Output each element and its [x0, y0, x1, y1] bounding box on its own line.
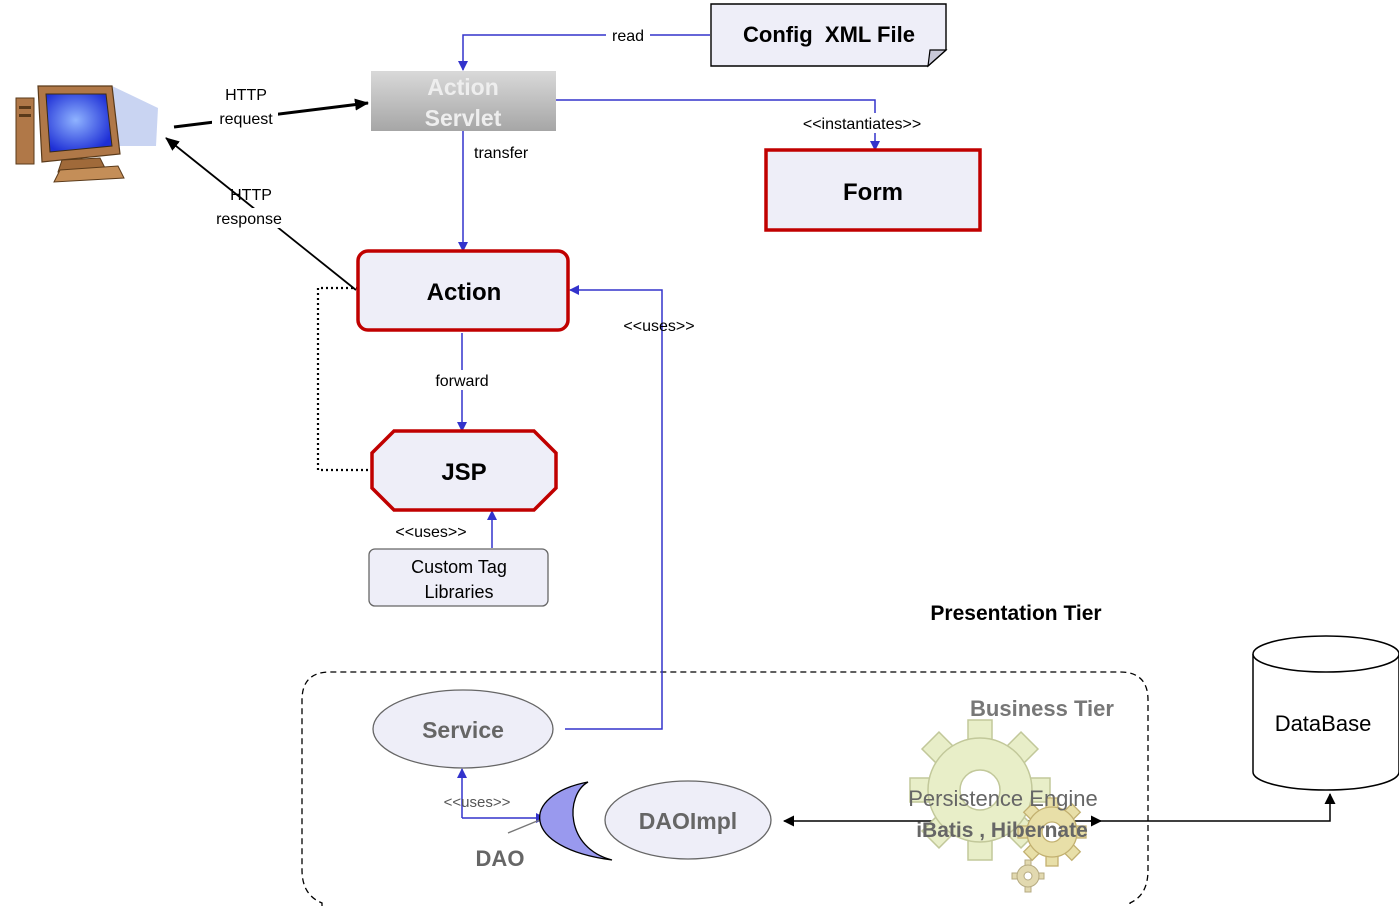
- business-tier-label: Business Tier: [970, 696, 1114, 721]
- custom-tag-label-line1: Custom Tag: [411, 557, 507, 577]
- jsp-label: JSP: [441, 459, 486, 486]
- dao-label: DAO: [476, 846, 525, 871]
- daoimpl-label: DAOImpl: [639, 808, 737, 834]
- action-servlet-label-line1: Action: [427, 74, 499, 100]
- http-connectors: [165, 98, 1336, 834]
- http-request-label-line2: request: [219, 111, 273, 128]
- action-node: Action: [356, 249, 570, 332]
- uses-dao-label: <<uses>>: [444, 794, 511, 811]
- http-response-label-line1: HTTP: [230, 187, 272, 204]
- http-request-label-line1: HTTP: [225, 87, 267, 104]
- edge-labels: read <<instantiates>> transfer HTTP requ…: [205, 24, 1098, 871]
- action-label: Action: [427, 279, 502, 306]
- daoimpl-node: DAOImpl: [604, 780, 772, 860]
- edge-persistence-database: [1090, 793, 1336, 822]
- dao-pointer: [507, 818, 543, 834]
- uses-jsp-label: <<uses>>: [395, 524, 466, 541]
- persistence-engine-label-line2: iBatis , Hibernate: [916, 819, 1088, 842]
- config-xml-file-label: Config XML File: [743, 22, 915, 47]
- edge-action-jsp-dotted: [316, 286, 372, 472]
- http-response-label-line2: response: [216, 211, 282, 228]
- service-label: Service: [422, 717, 504, 743]
- custom-tag-label-line2: Libraries: [424, 582, 493, 602]
- edge-read: [458, 34, 710, 71]
- transfer-label: transfer: [474, 145, 529, 162]
- business-tier-boundary: [301, 671, 1149, 906]
- tier-labels: Presentation Tier Business Tier: [930, 602, 1114, 721]
- jsp-node: JSP: [370, 429, 558, 512]
- gears-icon: [909, 719, 1087, 893]
- form-label: Form: [843, 179, 903, 206]
- presentation-tier-label: Presentation Tier: [930, 602, 1101, 625]
- custom-tag-libraries-node: Custom Tag Libraries: [368, 548, 549, 607]
- uses-action-label: <<uses>>: [623, 318, 694, 335]
- database-label: DataBase: [1275, 711, 1372, 736]
- dao-interface-icon: [539, 781, 613, 861]
- database-node: DataBase: [1252, 635, 1399, 791]
- service-node: Service: [372, 689, 554, 769]
- forward-label: forward: [435, 373, 488, 390]
- action-servlet-label-line2: Servlet: [425, 105, 502, 131]
- action-servlet-node: Action Servlet: [371, 71, 556, 131]
- edge-uses-action: [565, 285, 663, 730]
- edge-instantiates: [556, 99, 880, 151]
- form-node: Form: [764, 148, 982, 232]
- computer-icon: [15, 85, 158, 183]
- read-label: read: [612, 28, 644, 45]
- instantiates-label: <<instantiates>>: [803, 116, 921, 133]
- config-xml-file-node: Config XML File: [710, 3, 948, 68]
- persistence-engine-label-line1: Persistence Engine: [908, 786, 1098, 811]
